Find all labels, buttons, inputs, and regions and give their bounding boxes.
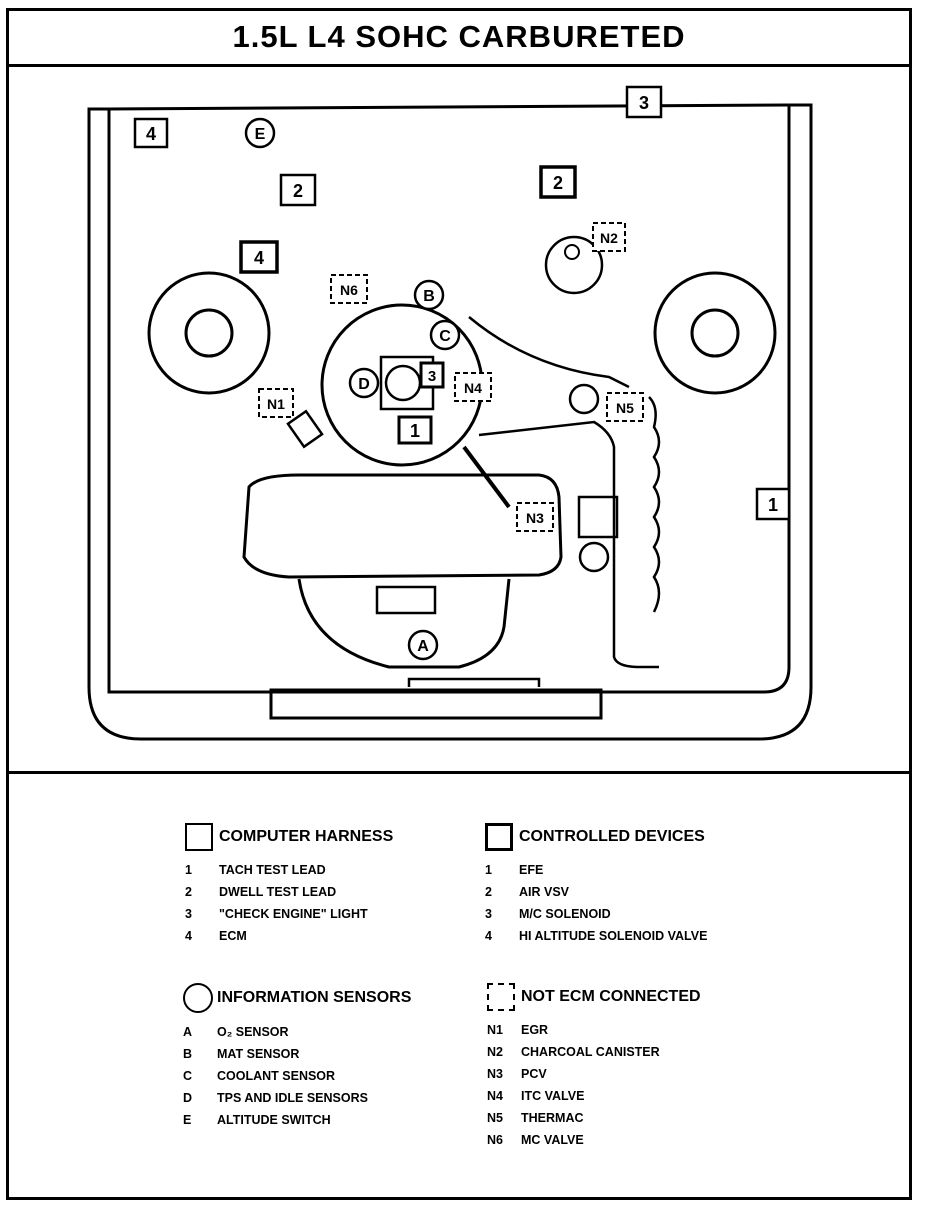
egr-valve [286, 409, 324, 449]
callout-n5: N5 [606, 392, 644, 422]
legend-divider [9, 771, 909, 774]
callout-device-1-label: 1 [410, 421, 420, 441]
legend-heading: INFORMATION SENSORS [217, 989, 412, 1006]
callout-harness-2: 2 [279, 173, 317, 207]
callout-n5-label: N5 [616, 400, 634, 416]
callout-harness-3: 3 [625, 85, 663, 119]
callout-device-4: 4 [239, 240, 279, 274]
callout-harness-4-label: 4 [146, 124, 156, 144]
carburetor-throat [384, 364, 422, 402]
callout-harness-2-label: 2 [293, 181, 303, 201]
callout-harness-1-label: 1 [768, 495, 778, 515]
callout-device-3: 3 [419, 361, 445, 389]
circle-icon [183, 983, 213, 1013]
compartment-outline [87, 103, 813, 741]
left-wheel-hub [184, 308, 234, 358]
charcoal-canister [544, 235, 604, 295]
radiator-hose [648, 396, 661, 613]
callout-device-4-label: 4 [254, 248, 264, 268]
heavy-box-icon [485, 823, 513, 851]
dashed-box-icon [487, 983, 515, 1011]
callout-harness-4: 4 [133, 117, 169, 149]
pcv-line [462, 445, 511, 509]
right-wheel [653, 271, 777, 395]
callout-sensor-c-label: C [439, 328, 451, 345]
callout-n6-label: N6 [340, 282, 358, 298]
legend-heading: COMPUTER HARNESS [219, 828, 394, 845]
callout-n6: N6 [330, 274, 368, 304]
callout-n2-label: N2 [600, 230, 618, 246]
pan-bracket [375, 585, 437, 615]
engine-block [242, 473, 563, 579]
callout-sensor-e: E [244, 117, 276, 149]
callout-n3: N3 [516, 502, 554, 532]
callout-n1: N1 [258, 388, 294, 418]
diagram-frame: 1.5L L4 SOHC CARBURETED [6, 8, 912, 1200]
legend-heading: NOT ECM CONNECTED [521, 988, 701, 1005]
list-item: 3"CHECK ENGINE" LIGHT [185, 907, 368, 921]
engine-compartment-diagram: 4 2 3 1 2 4 [87, 85, 813, 741]
callout-device-2: 2 [539, 165, 577, 199]
right-wheel-hub [690, 308, 740, 358]
pulley [578, 541, 610, 573]
callout-sensor-d-label: D [358, 376, 370, 393]
callout-n4-label: N4 [464, 380, 482, 396]
distributor [577, 495, 619, 539]
callout-sensor-e-label: E [255, 126, 266, 143]
solid-box-icon [185, 823, 213, 851]
callout-sensor-a-label: A [417, 638, 429, 655]
callout-sensor-d: D [348, 367, 380, 399]
heater-hose [478, 420, 659, 669]
callout-sensor-a: A [407, 629, 439, 661]
diagram-title: 1.5L L4 SOHC CARBURETED [9, 11, 909, 67]
callout-sensor-c: C [429, 319, 461, 351]
callout-n4: N4 [454, 372, 492, 402]
callout-harness-1: 1 [755, 487, 791, 521]
callout-harness-3-label: 3 [639, 93, 649, 113]
left-wheel [147, 271, 271, 395]
callout-device-3-label: 3 [428, 368, 436, 385]
oil-pan [297, 578, 511, 669]
front-bumper [269, 688, 603, 720]
callout-sensor-b: B [413, 279, 445, 311]
callout-device-2-label: 2 [553, 173, 563, 193]
callout-n1-label: N1 [267, 396, 285, 412]
callout-n2: N2 [592, 222, 626, 252]
callout-n3-label: N3 [526, 510, 544, 526]
callout-sensor-b-label: B [423, 288, 435, 305]
air-duct [468, 316, 630, 389]
callout-device-1: 1 [397, 415, 433, 445]
legend-heading: CONTROLLED DEVICES [519, 828, 705, 845]
thermac-unit [568, 383, 600, 415]
